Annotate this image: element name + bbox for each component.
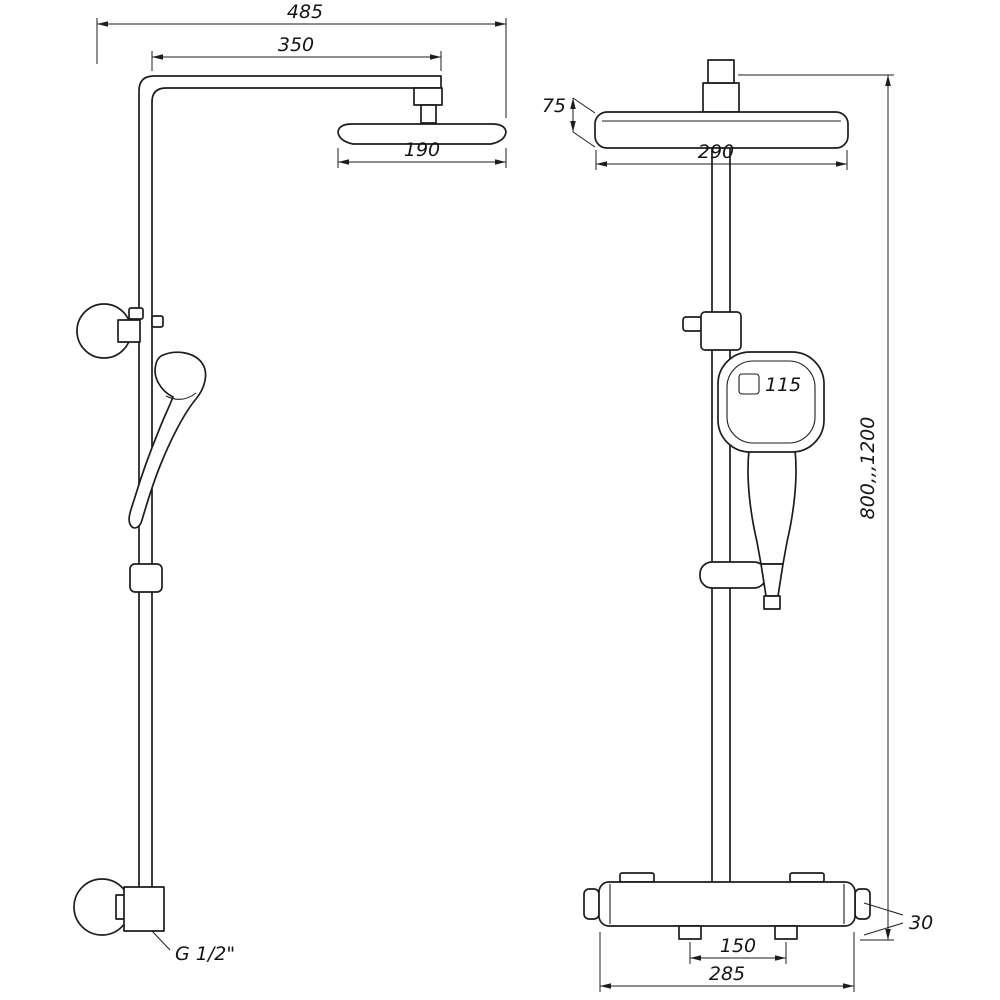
shower-column-side — [138, 75, 442, 931]
dim-mixer-width-label: 285 — [709, 963, 745, 985]
front-view: 115 75 290 800,,,12 — [542, 59, 933, 992]
dim-head-height: 75 — [542, 95, 596, 148]
handset-handle-front — [747, 449, 797, 565]
head-stem-side — [420, 104, 437, 124]
ext-line — [572, 131, 596, 148]
mixer-body — [598, 881, 856, 927]
mixer-mount-right — [789, 872, 825, 883]
thread-callout: G 1/2" — [151, 930, 235, 965]
slider-clamp-side — [129, 563, 163, 593]
dim-arm-length-label: 350 — [278, 34, 314, 56]
wall-bracket-bottom-side — [73, 878, 165, 936]
dim-head-depth-label: 190 — [404, 139, 440, 161]
ext-line — [572, 97, 596, 114]
handset-nozzle-cone — [760, 563, 784, 597]
dim-mixer-width: 285 — [599, 932, 855, 992]
mixer-mount-left — [619, 872, 655, 883]
dim-arm-length: 350 — [151, 34, 442, 71]
dim-head-depth: 190 — [337, 139, 507, 168]
mixer-handle-left — [583, 888, 600, 920]
inlet-thread-label: G 1/2" — [175, 943, 235, 965]
bracket-pin-right — [151, 315, 164, 328]
dim-mixer-height: 30 — [863, 902, 933, 936]
dim-handset-width-label: 115 — [765, 374, 801, 396]
mixer-end-lines — [609, 884, 845, 924]
dim-head-height-label: 75 — [542, 95, 566, 117]
rain-head-side — [337, 123, 507, 145]
shower-column-front — [711, 147, 731, 885]
diverter-knob-front — [682, 311, 742, 351]
mixer-outlet-right — [774, 925, 798, 940]
dim-outlet-spacing: 150 — [689, 935, 787, 964]
diverter-collar — [700, 311, 742, 351]
bracket-pin-left — [128, 307, 144, 320]
top-collar-front — [702, 82, 740, 113]
leader-line — [863, 902, 904, 916]
handset-hose-connector — [763, 595, 781, 610]
dim-head-width-label: 290 — [698, 141, 734, 163]
hand-shower-side — [128, 351, 207, 529]
handset-head-front — [717, 351, 825, 453]
diverter-lever — [682, 316, 703, 332]
dim-overall-width-label: 485 — [287, 1, 323, 23]
leader-line — [863, 922, 904, 936]
arm-connector-side — [413, 87, 443, 106]
handset-face-contour — [726, 360, 816, 444]
handset-button-icon — [738, 373, 760, 395]
dim-mixer-height-label: 30 — [909, 912, 933, 934]
leader-line — [151, 930, 171, 951]
hand-shower-body-side — [128, 351, 207, 529]
dim-overall-width: 485 — [96, 1, 507, 118]
inlet-elbow-block — [123, 886, 165, 932]
wall-bracket-top-side — [76, 303, 164, 359]
dim-column-height-label: 800,,,1200 — [857, 417, 879, 520]
bracket-arm-top — [117, 319, 141, 343]
hand-shower-face-line — [165, 392, 197, 400]
side-view: 485 350 190 G 1/2" — [73, 1, 507, 965]
dim-outlet-spacing-label: 150 — [720, 935, 756, 957]
dim-column-height: 800,,,1200 — [738, 74, 894, 941]
hand-shower-front: 115 — [717, 351, 825, 610]
handset-holder-front — [699, 561, 767, 589]
mixer-front — [583, 872, 871, 940]
mixer-outlet-left — [678, 925, 702, 940]
top-inlet-square — [707, 59, 735, 84]
dim-head-width: 290 — [595, 141, 848, 170]
